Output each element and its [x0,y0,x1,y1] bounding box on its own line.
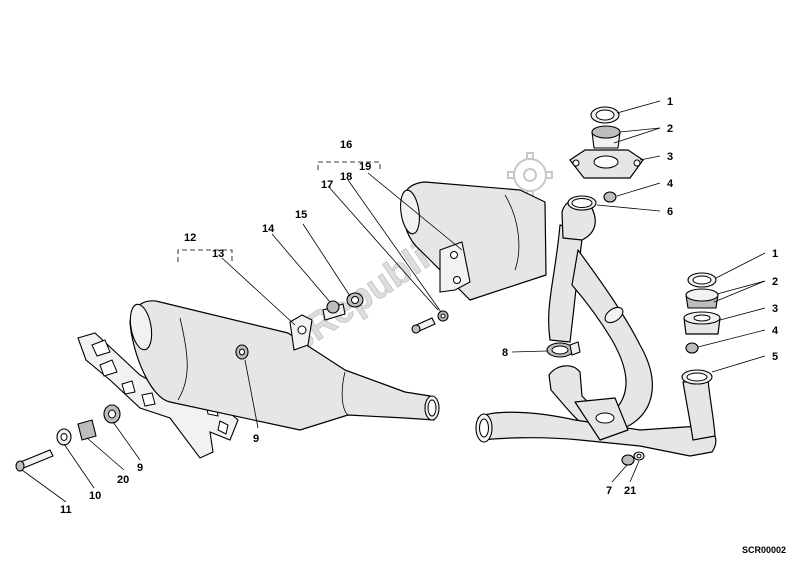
callout-13: 13 [212,248,224,260]
callout-19: 19 [359,161,371,173]
exhaust-clamp-8 [546,341,581,358]
rear-port-parts [569,106,644,203]
leader-lines [21,100,766,503]
callout-2-front: 2 [772,276,778,288]
drawing-code: SCR00002 [742,545,786,555]
callout-labels: 1 2 3 4 6 1 2 3 4 5 8 7 21 16 17 18 19 1… [60,96,779,516]
callout-18: 18 [340,171,352,183]
callout-4-front: 4 [772,325,779,337]
callout-14: 14 [262,223,275,235]
callout-6-rear: 6 [667,206,673,218]
left-mount-hardware [15,404,121,472]
callout-9-lower: 9 [137,462,143,474]
group-bracket-16 [317,161,381,170]
right-silencer [400,181,547,301]
callout-21: 21 [624,485,636,497]
callout-3-front: 3 [772,303,778,315]
callout-1-rear: 1 [667,96,673,108]
callout-5-front: 5 [772,351,778,363]
callout-3-rear: 3 [667,151,673,163]
callout-20: 20 [117,474,129,486]
screw-14-spacer-15 [322,292,364,321]
group-bracket-12 [177,249,233,262]
callout-17: 17 [321,179,333,191]
callout-8: 8 [502,347,508,359]
callout-15: 15 [295,209,307,221]
callout-10: 10 [89,490,101,502]
callout-12: 12 [184,232,196,244]
screw-17-washer-18 [411,310,449,334]
callout-4-rear: 4 [667,178,674,190]
left-silencer [129,300,440,431]
callout-2-rear: 2 [667,123,673,135]
callout-7: 7 [606,485,612,497]
exhaust-headers [475,195,717,457]
callout-11: 11 [60,504,72,516]
callout-16: 16 [340,139,352,151]
left-silencer-bracket [235,314,313,360]
bolt-7-washer-21 [621,451,645,466]
callout-9-upper: 9 [253,433,259,445]
callout-1-front: 1 [772,248,778,260]
front-port-parts [683,272,721,354]
